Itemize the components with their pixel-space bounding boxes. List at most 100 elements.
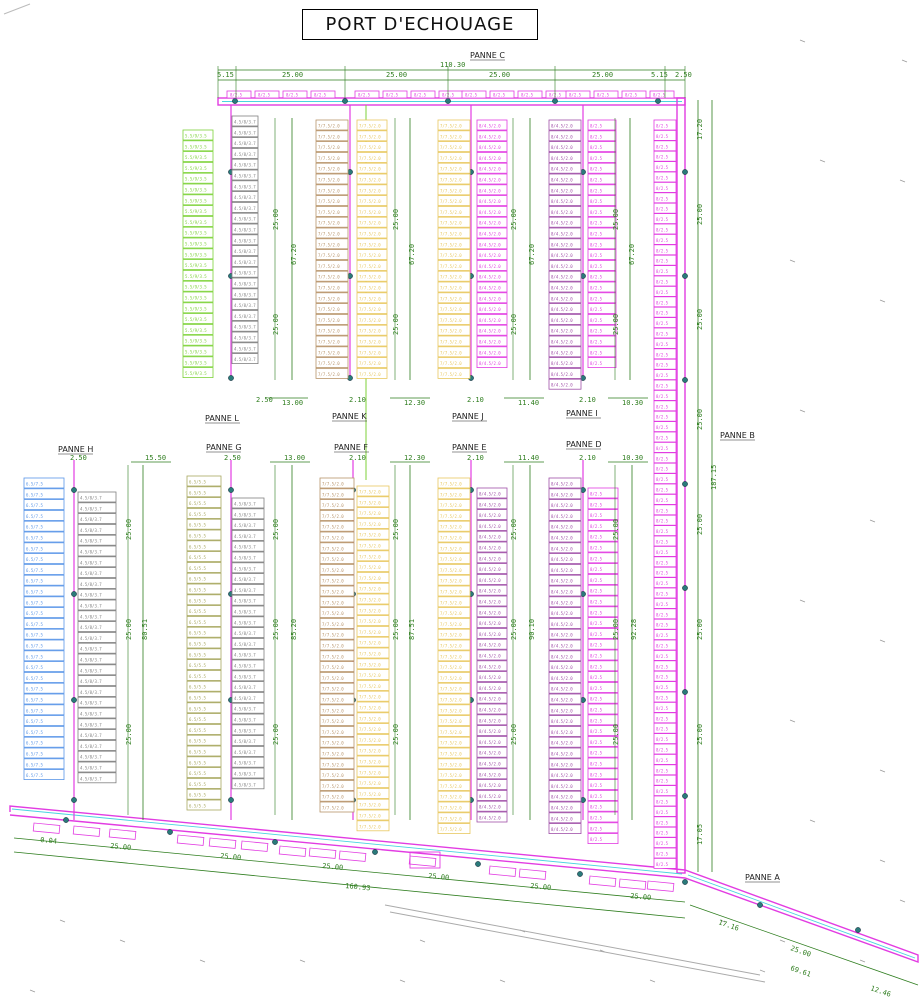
berth-slot-yellow-label: 7/7.5/2.0 — [440, 134, 462, 139]
berth-slot-pink-label: 8/2.5 — [656, 436, 669, 441]
berth-slot-blue-label: 6.5/7.5 — [26, 600, 43, 605]
berth-slot-gray — [231, 234, 259, 246]
berth-slot-gray-label: 4.5/8/3.7 — [80, 593, 102, 598]
berth-slot-pink-label: 8/2.5 — [656, 612, 669, 617]
bollard-marker — [682, 169, 688, 175]
berth-slot-tan-label: 7/7.5/2.0 — [318, 210, 340, 215]
berth-slot-pink — [587, 779, 619, 790]
berth-slot-gray-label: 4.5/8/3.7 — [80, 733, 102, 738]
berth-slot-gray-label: 4.5/8/3.7 — [234, 282, 256, 287]
background-tick — [799, 39, 806, 43]
berth-slot-pink-label: 8/2.5 — [590, 578, 603, 583]
dim-label-panne-b-seg: 25.00 — [696, 409, 704, 430]
berth-slot-purple — [548, 672, 582, 683]
berth-slot-label: 8/2.5 — [625, 93, 638, 98]
berth-slot-purple-label: 8/4.5/2.0 — [479, 567, 501, 572]
bollard-marker — [372, 849, 378, 855]
berth-slot-yellow — [437, 205, 471, 217]
berth-slot-gray — [231, 255, 259, 267]
berth-slot-yellow-label: 7/7.5/2.0 — [440, 590, 462, 595]
bollard-marker — [655, 98, 661, 104]
berth-slot-purple-label: 8/4.5/2.0 — [479, 751, 501, 756]
berth-slot-purple-label: 8/4.5/2.0 — [551, 525, 573, 530]
berth-slot-purple-label: 8/4.5/2.0 — [551, 633, 573, 638]
berth-slot-yellow-label: 7/7.5/2.0 — [440, 350, 462, 355]
berth-slot-pink — [587, 335, 617, 347]
berth-slot-purple — [548, 607, 582, 618]
berth-slot-purple-label: 8/4.5/2.0 — [551, 340, 573, 345]
berth-slot-blue — [23, 736, 65, 748]
berth-slot-yellow-label: 7/7.5/2.0 — [440, 600, 462, 605]
berth-slot-green-label: 5.5/9/3.5 — [185, 134, 207, 139]
dim-label-column-upper-seg: 25.00 — [272, 314, 280, 335]
berth-slot-yellow-label: 7/7.5/2.0 — [359, 242, 381, 247]
berth-slot-purple — [476, 574, 508, 585]
berth-slot-pink — [587, 173, 617, 185]
berth-slot-blue — [23, 531, 65, 543]
berth-slot-bottom — [208, 837, 237, 849]
berth-slot-yellow-label: 7/7.5/2.0 — [440, 622, 462, 627]
berth-slot-magenta-label: 8/4.5/2.0 — [479, 318, 501, 323]
berth-slot-gray — [77, 524, 117, 535]
berth-slot-yellow-label: 7/7.5/2.0 — [359, 350, 381, 355]
berth-slot-yellow-label: 7/7.5/2.0 — [440, 242, 462, 247]
berth-slot-magenta — [476, 227, 508, 239]
berth-slot-purple — [476, 595, 508, 607]
dim-label-top-segment: 2.50 — [675, 71, 692, 79]
berth-slot-gray — [231, 223, 259, 235]
dim-line-bottom-total — [13, 851, 686, 919]
berth-slot-olive-label: 6.5/5.5 — [189, 598, 206, 603]
berth-slot-yellow — [356, 162, 388, 174]
berth-slot-label: 8/2.5 — [286, 93, 299, 98]
berth-slot-yellow — [356, 195, 388, 207]
berth-slot-olive — [186, 788, 222, 800]
background-tick — [719, 919, 726, 923]
berth-slot-pink-label: 8/2.5 — [656, 560, 669, 565]
berth-slot-yellow-label: 7/7.5/2.0 — [359, 264, 381, 269]
berth-slot-yellow — [437, 790, 471, 802]
berth-slot-yellow — [437, 292, 471, 304]
berth-slot-purple — [548, 509, 582, 521]
dim-label-small-upper: 2.50 — [256, 396, 273, 404]
berth-slot-pink-label: 8/2.5 — [656, 238, 669, 243]
berth-slot-green — [182, 291, 214, 303]
dim-label-column-upper: 67.20 — [628, 244, 636, 265]
berth-slot-yellow-label: 7/7.5/2.0 — [359, 684, 381, 689]
berth-slot-pink-label: 8/2.5 — [656, 592, 669, 597]
berth-slot-green-label: 5.5/9/3.5 — [185, 339, 207, 344]
berth-slot-tan — [315, 357, 349, 369]
berth-slot-gray — [77, 588, 117, 600]
berth-slot-yellow-label: 7/7.5/2.0 — [440, 340, 462, 345]
dim-label-between-lower: 13.00 — [284, 454, 305, 462]
berth-slot-pink-label: 8/2.5 — [590, 805, 603, 810]
dim-label-panne-a-2: 69.61 — [789, 964, 812, 978]
berth-slot-gray-label: 4.5/8/3.7 — [80, 496, 102, 501]
berth-slot-gray — [77, 599, 117, 611]
berth-slot-purple-label: 8/4.5/2.0 — [551, 762, 573, 767]
berth-slot-magenta — [476, 130, 508, 142]
berth-slot-magenta — [476, 151, 508, 163]
berth-slot-purple — [476, 800, 508, 812]
berth-slot-green-label: 5.5/9/3.5 — [185, 274, 207, 279]
label-panne-c: PANNE C — [470, 51, 505, 60]
berth-slot-gray — [231, 594, 265, 606]
berth-slot-olive-label: 6.5/5.5 — [189, 696, 206, 701]
berth-slot-green — [182, 194, 214, 206]
berth-slot-yellow-label: 7/7.5/2.0 — [359, 329, 381, 334]
berth-slot-top — [310, 90, 336, 99]
background-tick — [879, 859, 886, 863]
berth-slot-label: 8/2.5 — [442, 93, 455, 98]
berth-slot-purple-label: 8/4.5/2.0 — [551, 654, 573, 659]
bollard-marker — [228, 487, 234, 493]
berth-slot-pink-label: 8/2.5 — [656, 269, 669, 274]
berth-slot-pink-label: 8/2.5 — [590, 361, 603, 366]
berth-slot-green — [182, 248, 214, 260]
berth-slot-yellow-label: 7/7.5/2.0 — [440, 816, 462, 821]
berth-slot-pink-label: 8/2.5 — [590, 188, 603, 193]
berth-slot-yellow — [437, 769, 471, 780]
berth-slot-pink-label: 8/2.5 — [656, 124, 669, 129]
berth-slot-pink-label: 8/2.5 — [590, 740, 603, 745]
berth-slot-yellow — [437, 195, 471, 207]
dim-label-bottom-seg: 25.00 — [220, 852, 242, 862]
berth-slot-tan-label: 7/7.5/2.0 — [318, 178, 340, 183]
